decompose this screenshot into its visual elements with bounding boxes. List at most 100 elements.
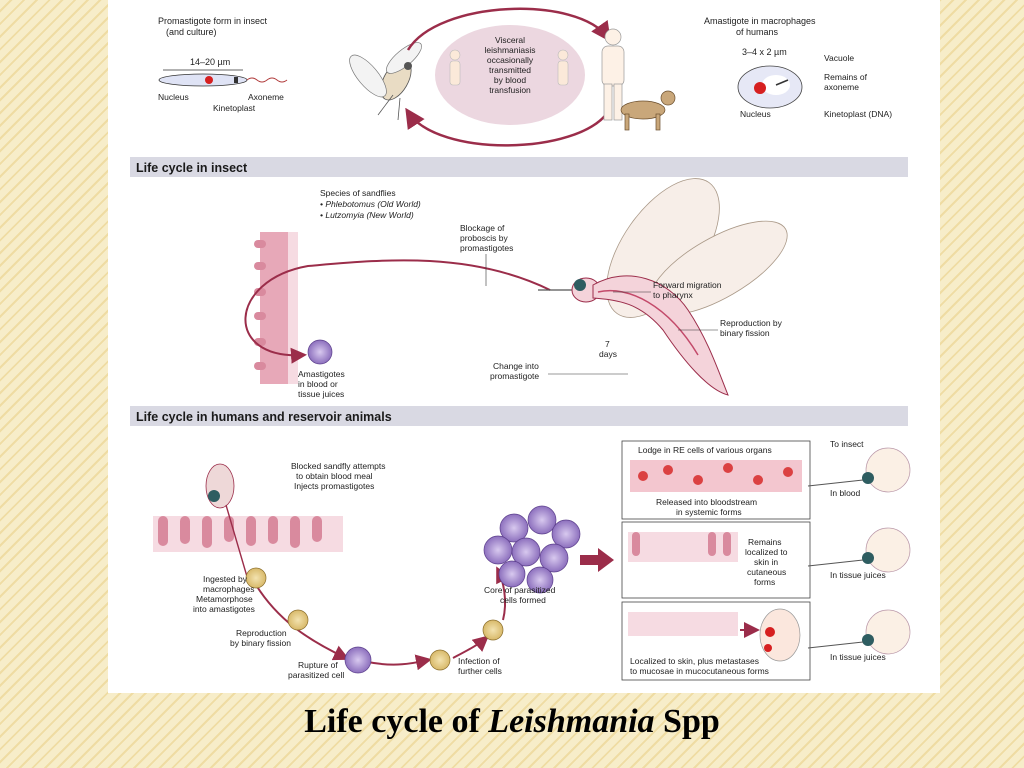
further-cell [482,619,504,641]
infection-line2: further cells [458,666,502,676]
in-tissue-label-2: In tissue juices [830,652,886,662]
reproduction-h-line2: by binary fission [230,638,291,648]
amastigote-title-line1: Amastigote in macrophages [704,16,816,26]
ingested-line3: Metamorphose [196,594,253,604]
promastigote-nucleus-label: Nucleus [158,92,189,102]
sandfly-icon [349,42,422,121]
sandfly-tissue-icon-1 [807,527,911,573]
amastigote-illustration [737,65,803,109]
reproduction-line2: binary fission [720,328,770,338]
cycle-arrow-top [406,7,611,51]
blockage-line2: proboscis by [460,233,508,243]
caption-prefix: Life cycle of [304,703,489,740]
visceral-line5: by blood [494,75,526,85]
insect-section-bar [130,157,908,177]
parasitized-cell-cluster [483,505,581,594]
cycle-arrow-bottom [405,107,610,147]
amastigotes-line1: Amastigotes [298,369,345,379]
proboscis-line [225,504,249,581]
remains-line4: cutaneous [747,567,786,577]
promastigote-illustration [158,69,288,87]
humans-panel: Blocked sandfly attempts to obtain blood… [153,439,911,681]
promastigote-title-line2: (and culture) [166,27,217,37]
skin-strip [153,516,343,552]
amastigotes-line2: in blood or [298,379,338,389]
insect-loop-arrow [244,259,551,364]
remains-line3: skin in [754,557,778,567]
infection-cell [429,649,451,671]
cycle-arrow-3 [452,635,490,659]
right-arrow-icon [580,548,614,572]
lodge-label: Lodge in RE cells of various organs [638,445,772,455]
sandfly-eye [208,490,220,502]
visceral-transfusion-bubble [435,25,585,125]
core-line1: Core of parasitized [484,585,556,595]
ingested-line2: macrophages [203,584,255,594]
amastigote-remains-line1: Remains of [824,72,868,82]
insect-panel: Species of sandflies • Phlebotomus (Old … [244,178,788,399]
blocked-line2: to obtain blood meal [296,471,373,481]
humans-section-title: Life cycle in humans and reservoir anima… [136,410,392,424]
released-line2: in systemic forms [676,507,742,517]
localized-line1: Localized to skin, plus metastases [630,656,759,666]
in-blood-label: In blood [830,488,861,498]
forward-line1: Forward migration [653,280,722,290]
species-line1: Species of sandflies [320,188,396,198]
amastigote-title-line2: of humans [736,27,779,37]
insect-section-title: Life cycle in insect [136,161,248,175]
blocked-line3: Injects promastigotes [294,481,374,491]
visceral-line6: transfusion [489,85,531,95]
ingested-line1: Ingested by [203,574,248,584]
mucocutaneous-box [621,601,811,681]
visceral-line4: transmitted [489,65,531,75]
caption-genus: Leishmania [488,703,655,740]
blockage-line3: promastigotes [460,243,513,253]
species-line2: • Phlebotomus (Old World) [320,199,421,209]
amastigote-kinetoplast-label: Kinetoplast (DNA) [824,109,892,119]
remains-line1: Remains [748,537,782,547]
visceral-line3: occasionally [487,55,534,65]
blockage-line1: Blockage of [460,223,505,233]
ruptured-cell [344,646,372,674]
sandfly-to-insect-icon [807,447,911,493]
in-tissue-label-1: In tissue juices [830,570,886,580]
reproduction-cell [287,609,309,631]
rupture-line1: Rupture of [298,660,338,670]
promastigote-size: 14–20 µm [190,57,230,67]
remains-line5: forms [754,577,775,587]
top-panel: Promastigote form in insect (and culture… [158,7,892,147]
dog-icon [620,90,676,131]
amastigote-vacuole-label: Vacuole [824,53,854,63]
amastigotes-line3: tissue juices [298,389,344,399]
ingested-line4: into amastigotes [193,604,255,614]
localized-line2: to mucosae in mucocutaneous forms [630,666,769,676]
change-line1: Change into [493,361,539,371]
human-figure-icon [601,28,625,121]
promastigote-axoneme-label: Axoneme [248,92,284,102]
ingested-cell [245,567,267,589]
forward-line2: to pharynx [653,290,693,300]
humans-section-bar [130,406,908,426]
visceral-line2: leishmaniasis [484,45,535,55]
skin-tissue-column [254,232,298,384]
amastigotes-cell [307,339,333,365]
amastigote-remains-line2: axoneme [824,82,859,92]
reproduction-h-line1: Reproduction [236,628,287,638]
caption-suffix: Spp [654,703,720,740]
infection-line1: Infection of [458,656,500,666]
blocked-line1: Blocked sandfly attempts [291,461,386,471]
promastigote-kinetoplast-label: Kinetoplast [213,103,256,113]
core-line2: cells formed [500,595,546,605]
systemic-box [621,440,811,520]
species-line3: • Lutzomyia (New World) [320,210,414,220]
days-line2: days [599,349,617,359]
amastigote-nucleus-label: Nucleus [740,109,771,119]
cutaneous-box [621,521,811,599]
promastigote-title-line1: Promastigote form in insect [158,16,268,26]
amastigote-size: 3–4 x 2 µm [742,47,787,57]
sandfly-tissue-icon-2 [807,609,911,655]
released-line1: Released into bloodstream [656,497,757,507]
slide-caption: Life cycle of Leishmania Spp [0,703,1024,741]
change-line2: promastigote [490,371,539,381]
leishmania-life-cycle-figure: Promastigote form in insect (and culture… [108,0,940,693]
